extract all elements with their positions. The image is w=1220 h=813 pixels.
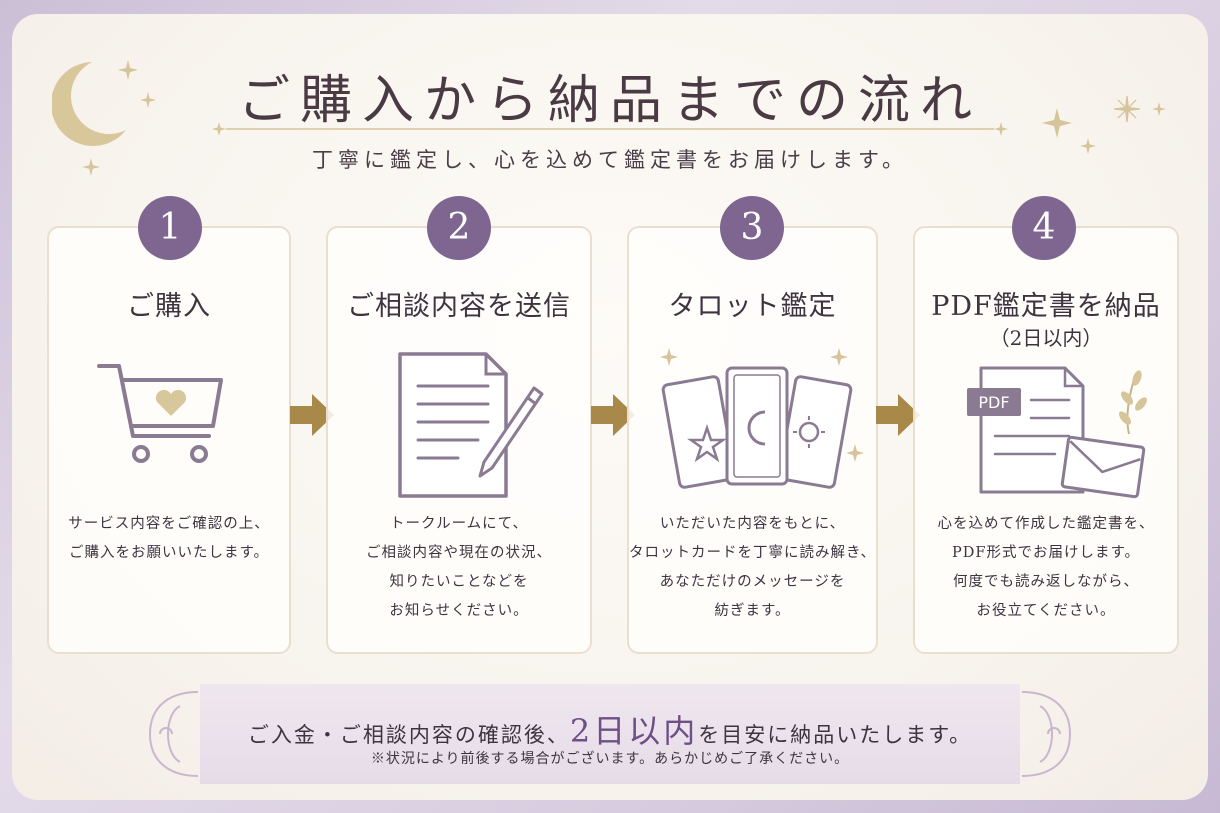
tarot-cards-icon <box>660 348 864 489</box>
arrow-right-icon <box>876 394 920 436</box>
step-card-tarot-reading: タロット鑑定 いただいた内容をもとに、タロットカードを丁寧に読み解き、 あなただ… <box>627 226 878 654</box>
step-number-badge: 2 <box>427 196 491 260</box>
sparkle-icon <box>118 60 138 80</box>
sparkle-icon <box>1152 102 1166 116</box>
document-pen-icon <box>398 352 544 498</box>
step-number-badge: 4 <box>1012 196 1076 260</box>
step-title: ご購入 <box>127 291 211 322</box>
ornament-flourish-right <box>1021 691 1072 777</box>
arrow-right-icon <box>591 394 635 436</box>
ornament-flourish-left <box>148 691 199 777</box>
step-number-badge: 1 <box>138 196 202 260</box>
sparkle-icon <box>1114 96 1140 122</box>
step-title: タロット鑑定 <box>668 291 837 322</box>
step-description: トークルームにて、ご相談内容や現在の状況、 知りたいことなどをお知らせください。 <box>366 516 552 619</box>
page-subtitle: 丁寧に鑑定し、心を込めて鑑定書をお届けします。 <box>312 148 908 172</box>
pdf-label: PDF <box>978 393 1009 412</box>
step-card-send-consultation: ご相談内容を送信 トークルームにて、ご相談内容や現在の状況、 知りたいことなどを… <box>326 226 592 654</box>
page-title: ご購入から納品までの流れ <box>237 71 982 131</box>
sparkle-icon <box>82 158 100 176</box>
step-description: サービス内容をご確認の上、ご購入をお願いいたします。 <box>68 516 270 561</box>
step-description: 心を込めて作成した鑑定書を、PDF形式でお届けします。 何度でも読み返しながら、… <box>937 516 1155 619</box>
notice-emphasis: 2日以内 <box>569 712 699 750</box>
notice-subtext: ※状況により前後する場合がございます。あらかじめご了承ください。 <box>370 751 850 767</box>
step-title: ご相談内容を送信 <box>347 291 571 322</box>
sparkle-icon <box>140 92 156 108</box>
sparkle-icon <box>1042 108 1072 138</box>
sparkle-icon <box>1080 138 1096 154</box>
title-divider <box>212 122 1008 136</box>
step-card-purchase: ご購入 サービス内容をご確認の上、ご購入をお願いいたします。 <box>47 226 291 654</box>
step-title: PDF鑑定書を納品 <box>931 291 1161 322</box>
shopping-cart-heart-icon <box>97 364 223 463</box>
arrow-right-icon <box>290 394 334 436</box>
crescent-moon-icon <box>52 62 126 146</box>
step-description: いただいた内容をもとに、タロットカードを丁寧に読み解き、 あなただけのメッセージ… <box>629 516 876 619</box>
step-number-badge: 3 <box>720 196 784 260</box>
step-subtitle: （2日以内） <box>989 326 1103 350</box>
notice-main-text: ご入金・ご相談内容の確認後、2日以内を目安に納品いたします。 <box>247 712 973 750</box>
delivery-notice-banner: ご入金・ご相談内容の確認後、2日以内を目安に納品いたします。 ※状況により前後す… <box>200 684 1020 784</box>
pdf-envelope-icon: PDF <box>967 366 1147 499</box>
step-card-pdf-delivery: PDF鑑定書を納品 （2日以内） PDF 心を込めて作成した鑑定書を、PDF形式… <box>913 226 1179 654</box>
